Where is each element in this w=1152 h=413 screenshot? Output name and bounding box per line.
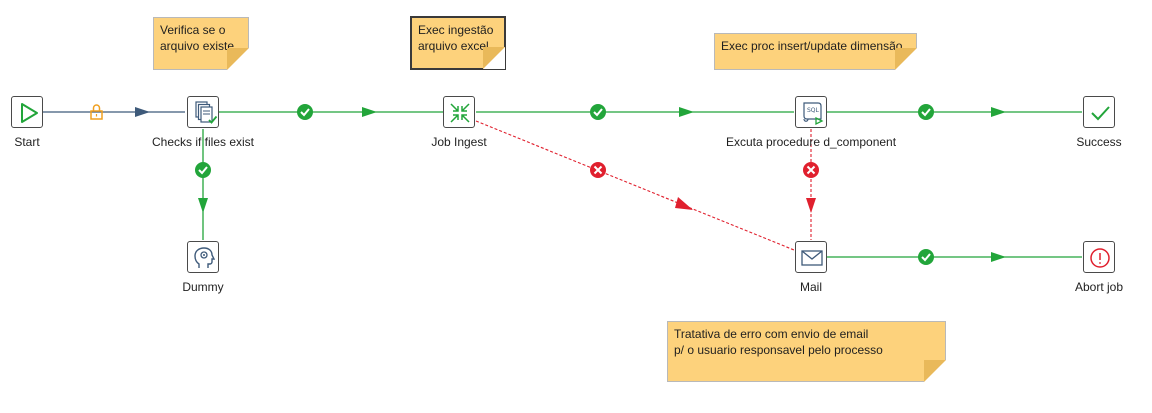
error-x-icon (590, 162, 606, 178)
success-check-icon (918, 104, 934, 120)
job-collapse-icon (450, 103, 470, 123)
note-exec-ingest[interactable]: Exec ingestão arquivo excel (410, 16, 506, 70)
hop-arrow-icon (198, 198, 208, 213)
note-exec-proc[interactable]: Exec proc insert/update dimensão (714, 33, 917, 70)
hop-ingest-mail-error[interactable] (475, 120, 795, 251)
note-line: Exec ingestão (418, 23, 494, 37)
step-dummy[interactable] (187, 241, 219, 273)
hop-arrow-icon (362, 107, 377, 117)
note-line: arquivo excel (418, 39, 489, 53)
hop-arrow-icon (675, 197, 693, 210)
step-job-ingest-label: Job Ingest (431, 135, 487, 149)
step-abort-job-label: Abort job (1074, 280, 1124, 294)
step-checks-files[interactable] (187, 96, 219, 128)
step-start[interactable] (11, 96, 43, 128)
step-checks-files-label: Checks if files exist (151, 135, 255, 149)
step-mail-label: Mail (799, 280, 823, 294)
play-icon (21, 103, 38, 123)
hop-arrow-icon (135, 107, 150, 117)
lock-icon (90, 104, 103, 120)
note-fold-icon (483, 47, 505, 69)
note-line: Exec proc insert/update dimensão (721, 39, 903, 53)
hop-arrow-icon (806, 198, 816, 213)
hop-arrow-icon (991, 107, 1006, 117)
note-fold-icon (895, 48, 917, 70)
success-check-icon (590, 104, 606, 120)
step-sql-procedure-label: Excuta procedure d_component (725, 135, 897, 149)
note-fold-icon (227, 48, 249, 70)
sql-script-icon: SQL (803, 102, 824, 126)
error-x-icon (803, 162, 819, 178)
note-line: p/ o usuario responsavel pelo processo (674, 343, 883, 357)
step-success[interactable] (1083, 96, 1115, 128)
step-success-label: Success (1076, 135, 1122, 149)
note-verify-file[interactable]: Verifica se o arquivo existe (153, 17, 249, 70)
note-line: Verifica se o (160, 23, 226, 37)
note-fold-icon (924, 360, 946, 382)
step-abort-job[interactable] (1083, 241, 1115, 273)
step-mail[interactable] (795, 241, 827, 273)
envelope-icon (801, 250, 823, 266)
svg-text:SQL: SQL (807, 107, 820, 114)
note-line: Tratativa de erro com envio de email (674, 327, 869, 341)
abort-icon (1090, 248, 1110, 268)
hop-arrow-icon (991, 252, 1006, 262)
head-gear-icon (194, 247, 216, 268)
checkmark-icon (1091, 106, 1110, 121)
step-sql-procedure[interactable]: SQL (795, 96, 827, 128)
step-start-label: Start (14, 135, 40, 149)
files-check-icon (195, 101, 218, 124)
success-check-icon (195, 162, 211, 178)
note-error-mail[interactable]: Tratativa de erro com envio de email p/ … (667, 321, 946, 382)
hop-arrow-icon (679, 107, 694, 117)
note-line: arquivo existe (160, 39, 235, 53)
success-check-icon (918, 249, 934, 265)
success-check-icon (297, 104, 313, 120)
step-dummy-label: Dummy (182, 280, 224, 294)
step-job-ingest[interactable] (443, 96, 475, 128)
